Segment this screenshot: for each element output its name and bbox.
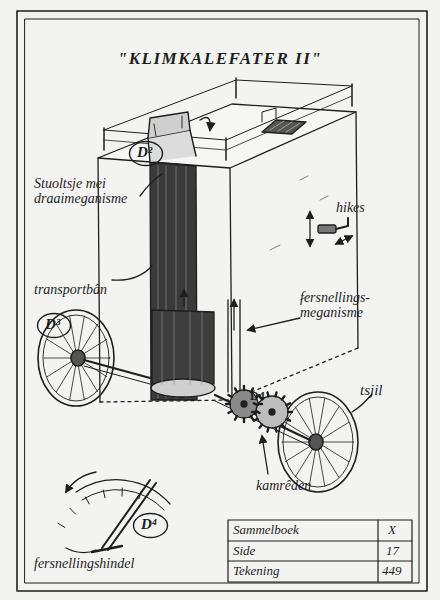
part-label: hikes bbox=[336, 200, 365, 215]
gear-tooth bbox=[228, 411, 231, 413]
table-cell: Sammelboek bbox=[233, 523, 299, 537]
chair bbox=[148, 112, 210, 162]
callout-number: D³ bbox=[36, 312, 72, 337]
callout-number: D⁴ bbox=[132, 512, 169, 537]
hikes-symbol bbox=[310, 212, 352, 246]
gear-tooth bbox=[266, 393, 269, 397]
part-label: fersnellings- meganisme bbox=[300, 290, 400, 321]
leader-line bbox=[140, 174, 162, 196]
part-label: fersnellingshindel bbox=[34, 556, 134, 571]
part-label: transportbân bbox=[34, 282, 107, 297]
inner-frame bbox=[25, 19, 419, 583]
gear-tooth bbox=[286, 419, 290, 421]
gear-tooth bbox=[251, 416, 253, 419]
right-wheel bbox=[278, 392, 358, 492]
callout-circle: D³ bbox=[36, 312, 72, 339]
scale-tick bbox=[122, 488, 123, 496]
gear-tooth bbox=[274, 393, 277, 397]
gear-tooth bbox=[254, 403, 258, 405]
gear-tooth bbox=[266, 428, 269, 432]
belt-roller bbox=[151, 290, 215, 397]
gears bbox=[226, 386, 292, 431]
scale-tick bbox=[85, 497, 89, 504]
gear-lever bbox=[58, 472, 170, 553]
gear-tooth bbox=[274, 428, 277, 432]
gear-rod bbox=[228, 300, 300, 392]
title-block bbox=[228, 520, 412, 582]
leader-line bbox=[262, 436, 268, 474]
part-label: tsjil bbox=[360, 382, 383, 399]
gear-tooth bbox=[235, 388, 237, 391]
callout-number: D4 bbox=[250, 390, 265, 403]
table-cell: Tekening bbox=[233, 564, 279, 578]
table-cell: 17 bbox=[386, 544, 399, 558]
gear-tooth bbox=[235, 416, 237, 419]
gear-tooth bbox=[252, 411, 256, 413]
gear-tooth bbox=[282, 425, 284, 428]
title: "KLIMKALEFATER II" bbox=[0, 50, 440, 69]
table-cell: X bbox=[388, 523, 396, 537]
part-label: Stuoltsje mei draaimeganisme bbox=[34, 176, 146, 207]
table-cell: Side bbox=[233, 544, 255, 558]
callout-circle: D⁴ bbox=[132, 512, 169, 539]
scale-tick bbox=[103, 490, 105, 498]
gear-tooth bbox=[288, 411, 292, 413]
outer-frame bbox=[17, 11, 427, 591]
gear-tooth bbox=[243, 418, 245, 422]
gear-tooth bbox=[286, 403, 290, 405]
gear-tooth bbox=[282, 396, 284, 399]
scale-tick bbox=[58, 523, 65, 527]
gear-tooth bbox=[254, 419, 258, 421]
callout-number: D² bbox=[128, 140, 164, 165]
gear-tooth bbox=[260, 425, 262, 428]
table-cell: 449 bbox=[382, 564, 402, 578]
gear-tooth bbox=[226, 403, 230, 405]
leader-line bbox=[112, 266, 152, 280]
gear-tooth bbox=[243, 386, 245, 390]
gear-tooth bbox=[228, 395, 231, 397]
scale-tick bbox=[70, 508, 76, 514]
part-label: kamrêden bbox=[256, 478, 311, 493]
pillar bbox=[98, 104, 358, 402]
callout-circle: D² bbox=[128, 140, 164, 167]
grate bbox=[262, 108, 306, 134]
